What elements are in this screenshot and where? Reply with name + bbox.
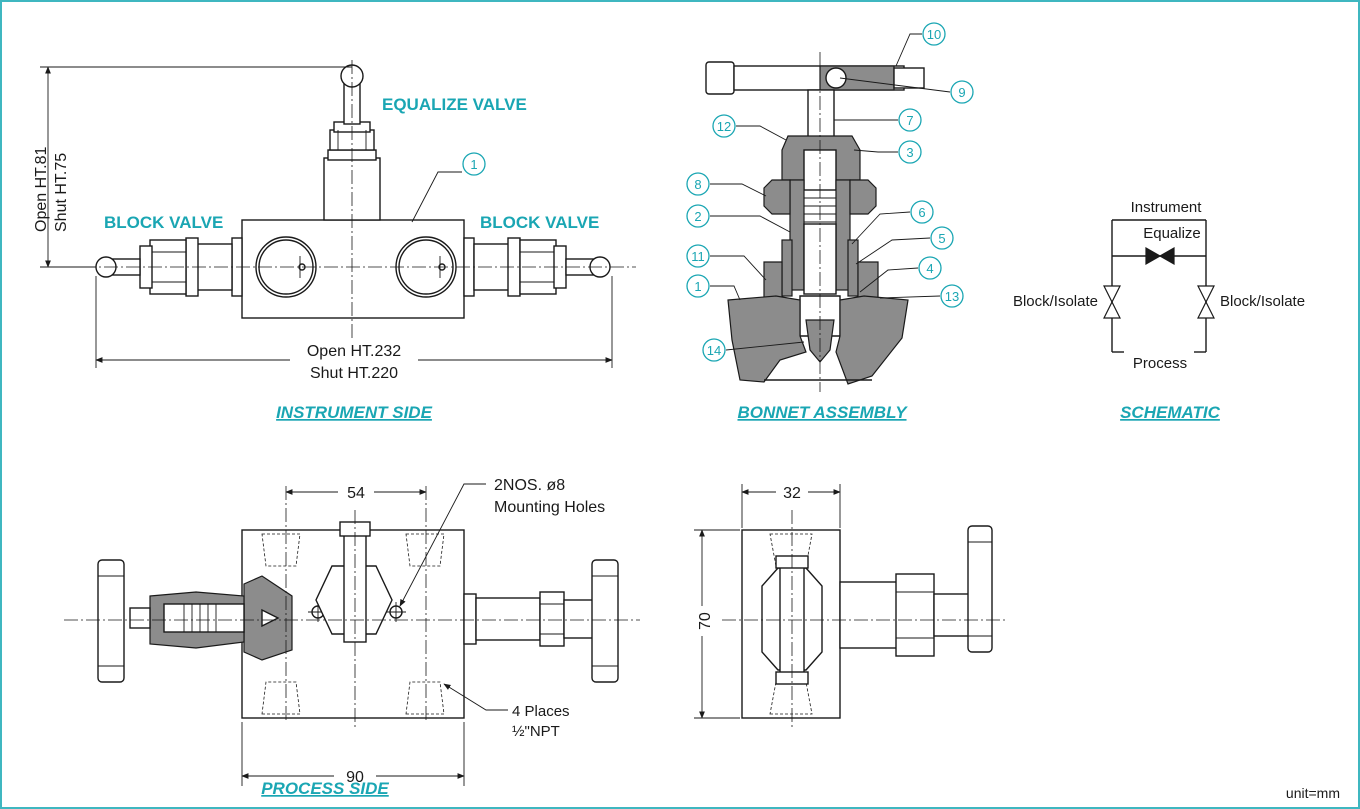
dim-shut-ht-220: Shut HT.220 <box>310 365 398 382</box>
note-mounting-1: 2NOS. ø8 <box>494 477 565 494</box>
instrument-side-view: Open HT.81 Shut HT.75 Open HT.232 Shut H… <box>33 60 636 422</box>
balloon-4: 4 <box>926 261 933 276</box>
label-block-valve-left: BLOCK VALVE <box>104 213 223 232</box>
bonnet-assembly-view: 10 9 7 12 3 8 2 6 5 11 4 1 13 14 BONNET … <box>686 22 974 422</box>
note-mounting-2: Mounting Holes <box>494 499 605 516</box>
balloon-13: 13 <box>945 289 959 304</box>
label-equalize-valve: EQUALIZE VALVE <box>382 95 527 114</box>
balloon-3: 3 <box>906 145 913 160</box>
schematic-view: Instrument Equalize Block/Isolate Block/… <box>1013 199 1305 422</box>
balloon-7: 7 <box>906 113 913 128</box>
balloon-2: 2 <box>694 209 701 224</box>
dim-shut-ht-75: Shut HT.75 <box>53 153 70 232</box>
balloon-9: 9 <box>958 85 965 100</box>
view-title-bonnet-assembly: BONNET ASSEMBLY <box>737 403 908 422</box>
dim-70: 70 <box>697 612 714 630</box>
dim-32: 32 <box>783 485 801 502</box>
balloon-6: 6 <box>918 205 925 220</box>
manifold-body <box>241 219 465 319</box>
note-npt-2: ½"NPT <box>512 723 560 740</box>
view-title-instrument-side: INSTRUMENT SIDE <box>276 403 433 422</box>
balloon-10: 10 <box>927 27 941 42</box>
dim-open-ht-232: Open HT.232 <box>307 343 401 360</box>
dim-90: 90 <box>346 769 364 786</box>
balloon-11: 11 <box>691 249 705 264</box>
view-title-process-side: PROCESS SIDE <box>261 779 389 798</box>
balloon-5: 5 <box>938 231 945 246</box>
balloon-12: 12 <box>717 119 731 134</box>
process-side-view: 54 90 2NOS. ø8 Mounting Holes 4 Places ½… <box>64 477 640 798</box>
view-title-schematic: SCHEMATIC <box>1120 403 1221 422</box>
balloon-8: 8 <box>694 177 701 192</box>
dim-open-ht-81: Open HT.81 <box>33 147 50 232</box>
note-npt-1: 4 Places <box>512 703 570 720</box>
side-elevation-view: 32 70 <box>692 480 1008 730</box>
schematic-equalize: Equalize <box>1143 225 1201 242</box>
schematic-block-right: Block/Isolate <box>1220 293 1305 310</box>
label-block-valve-right: BLOCK VALVE <box>480 213 599 232</box>
unit-note: unit=mm <box>1286 785 1340 801</box>
schematic-process: Process <box>1133 355 1187 372</box>
balloon-1b: 1 <box>694 279 701 294</box>
schematic-instrument: Instrument <box>1131 199 1203 216</box>
dim-54: 54 <box>347 485 365 502</box>
schematic-block-left: Block/Isolate <box>1013 293 1098 310</box>
balloon-1: 1 <box>470 157 477 172</box>
balloon-14: 14 <box>707 343 721 358</box>
